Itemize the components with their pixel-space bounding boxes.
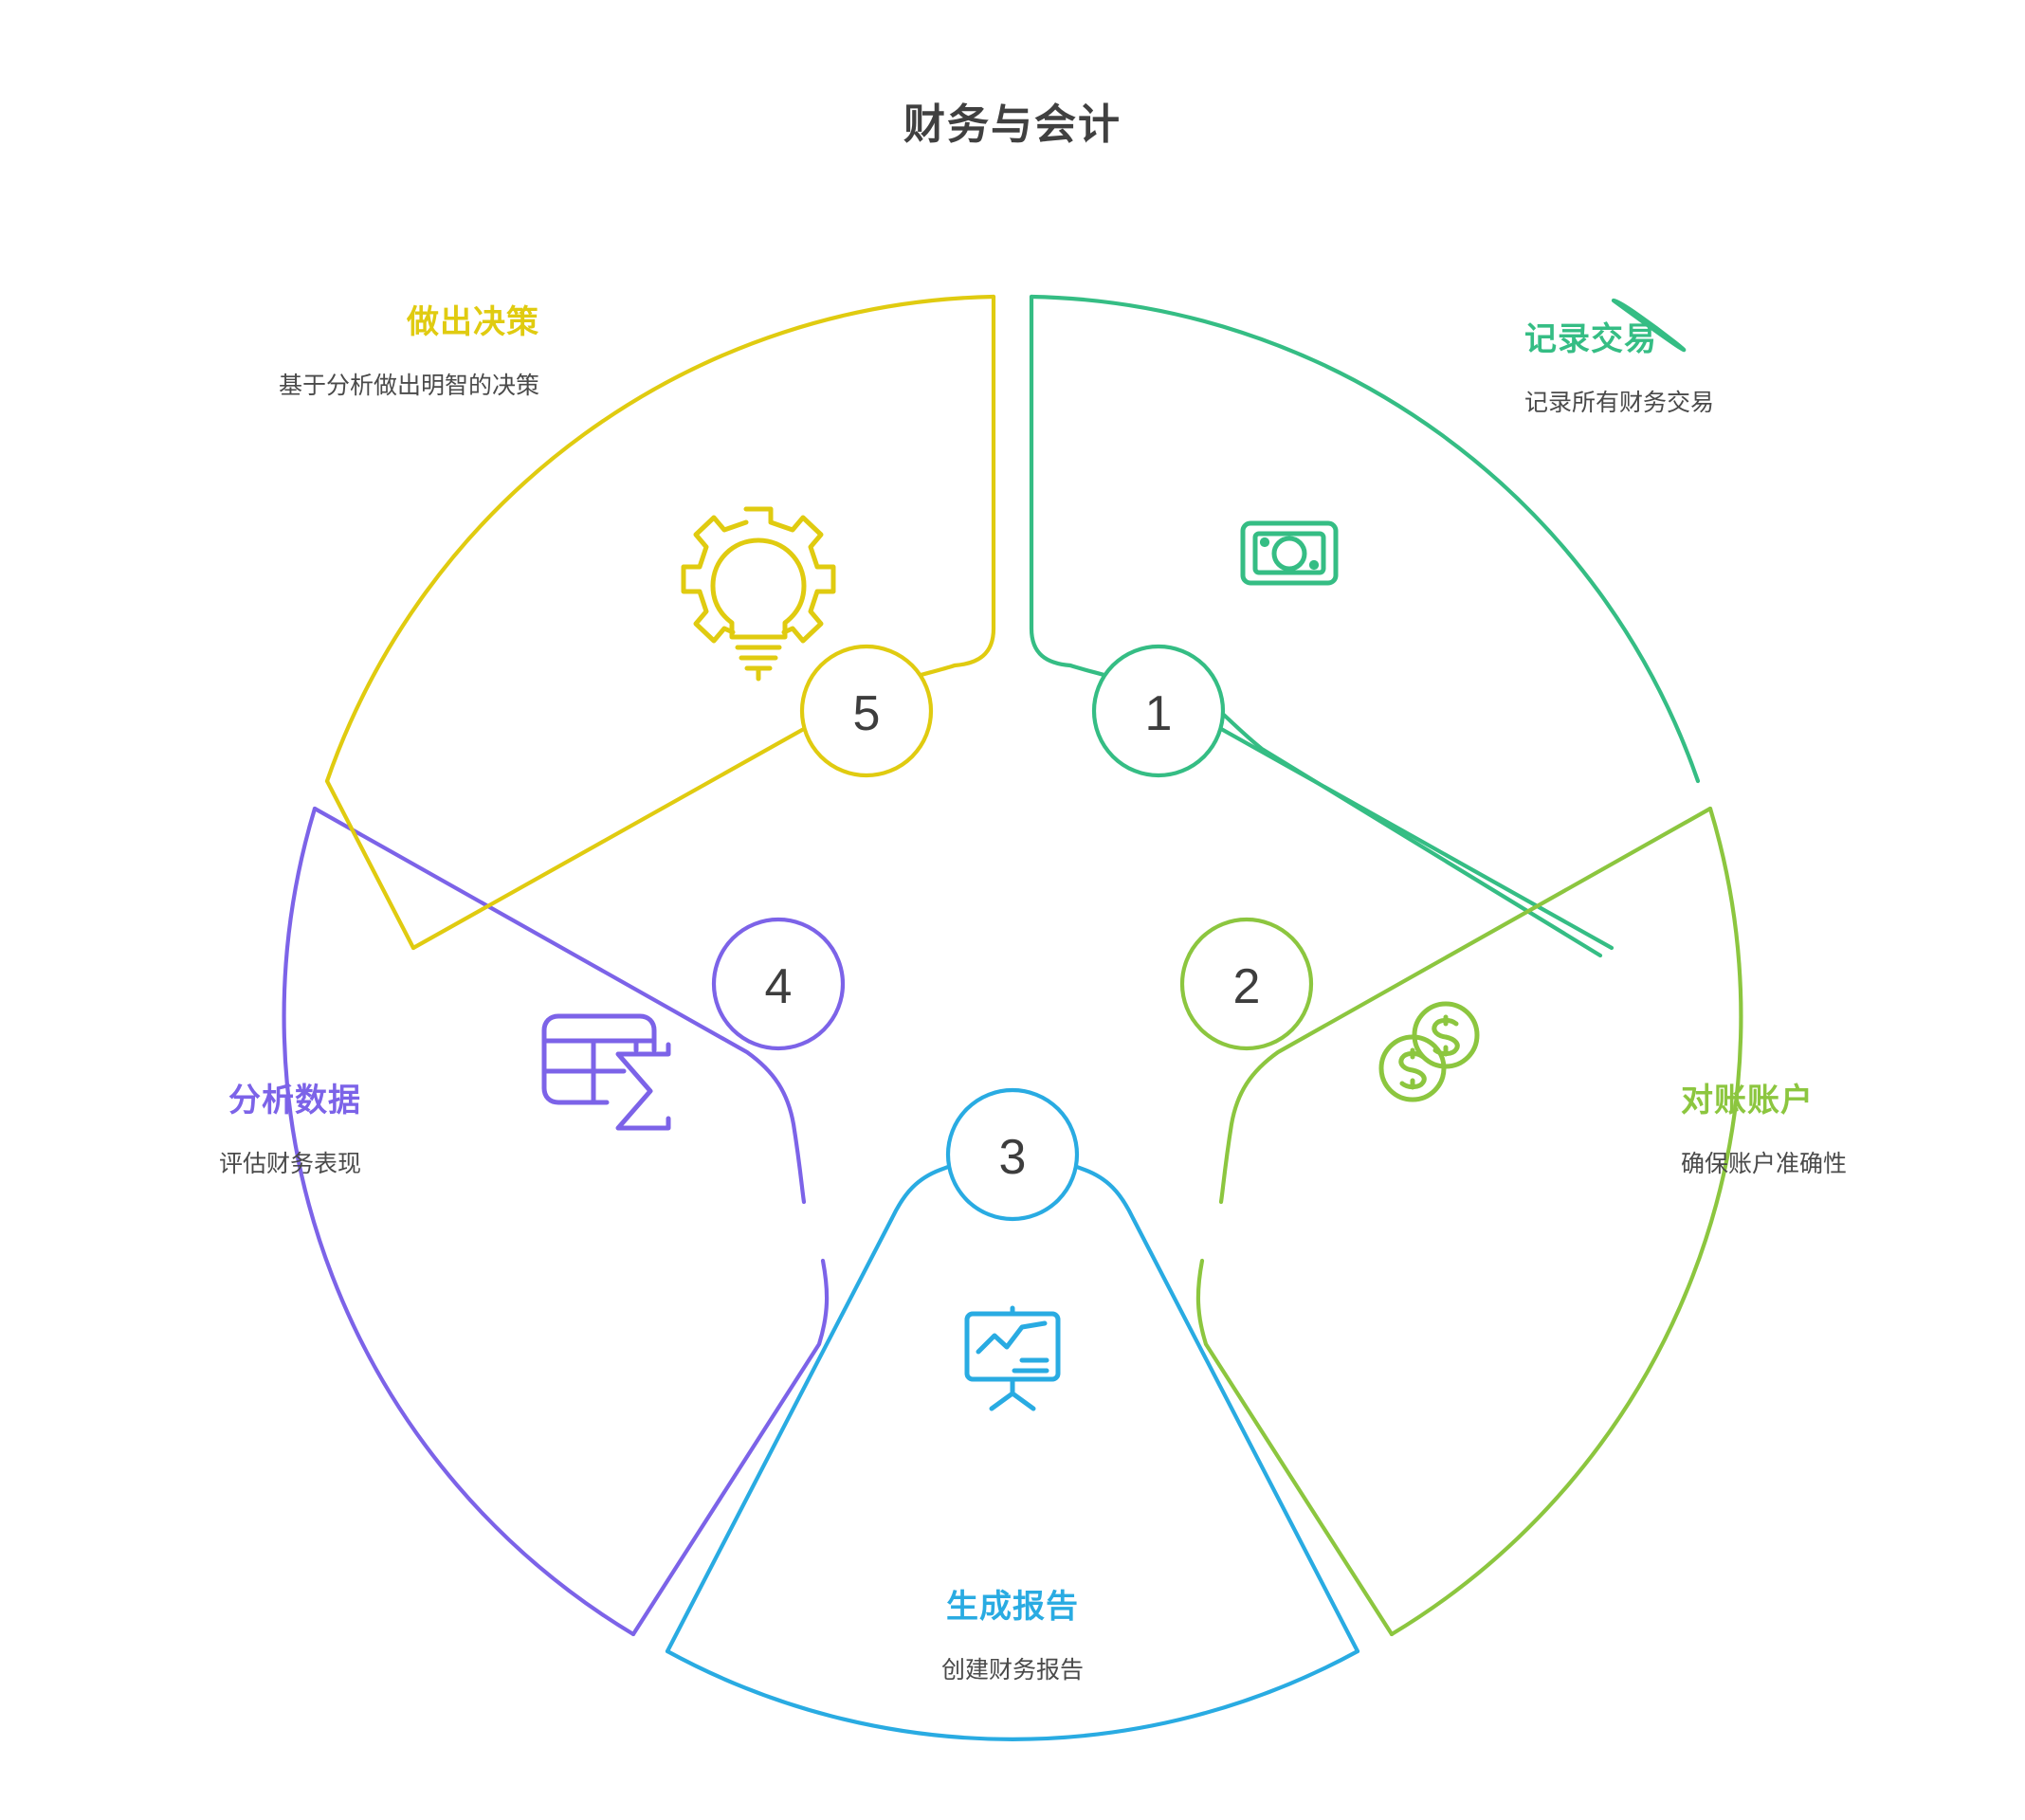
label-step-3-desc: 创建财务报告	[940, 1657, 1084, 1684]
label-step-4-desc: 评估财务表现	[218, 1151, 361, 1177]
label-step-3: 生成报告 创建财务报告	[728, 1580, 1297, 1685]
segment-5-outer-arc	[324, 294, 996, 784]
label-step-5-desc: 基于分析做出明智的决策	[278, 373, 539, 399]
step-node-2[interactable]: 2	[1179, 917, 1314, 1051]
step-node-1[interactable]: 1	[1091, 644, 1226, 778]
step-3-number: 3	[999, 1130, 1027, 1185]
gear-lightbulb-icon	[681, 506, 836, 682]
coins-icon	[1378, 1001, 1480, 1102]
label-step-5: 做出决策 基于分析做出明智的决策	[279, 296, 539, 401]
step-node-5[interactable]: 5	[799, 644, 934, 778]
presentation-chart-icon	[964, 1305, 1061, 1411]
page-title: 财务与会计	[903, 101, 1122, 148]
step-3-circle	[945, 1087, 1080, 1222]
segment-4-analyze[interactable]	[282, 806, 830, 1637]
step-4-circle	[711, 917, 846, 1051]
banknote-icon	[1240, 520, 1339, 586]
segment-2-radial-out	[1195, 1258, 1395, 1637]
step-5-number: 5	[853, 686, 881, 741]
segment-4-radial-up	[312, 806, 807, 1205]
step-4-number: 4	[765, 959, 793, 1014]
segment-4-outer-arc	[282, 806, 636, 1637]
segment-3-outer-arc	[665, 1648, 1360, 1741]
segment-1-outer-arc	[1029, 294, 1701, 784]
label-step-2-title: 对账账户	[1681, 1083, 1814, 1119]
segment-2-outer-arc	[1389, 806, 1743, 1637]
step-2-number: 2	[1233, 959, 1261, 1014]
step-node-4[interactable]: 4	[711, 917, 846, 1051]
step-node-3[interactable]: 3	[945, 1087, 1080, 1222]
step-1-number: 1	[1145, 686, 1173, 741]
label-step-1: 记录交易 记录所有财务交易	[1524, 313, 1714, 418]
step-2-circle	[1179, 917, 1314, 1051]
label-step-2: 对账账户 确保账户准确性	[1681, 1074, 1847, 1179]
label-step-4-title: 分析数据	[228, 1083, 361, 1119]
step-5-circle	[799, 644, 934, 778]
segment-2-radial-in	[1218, 806, 1713, 1205]
segment-2-reconcile[interactable]	[1195, 806, 1743, 1637]
label-step-3-title: 生成报告	[946, 1589, 1079, 1625]
label-step-1-title: 记录交易	[1524, 321, 1657, 357]
label-step-5-title: 做出决策	[407, 304, 539, 340]
step-1-circle	[1091, 644, 1226, 778]
segment-3-radial-left	[665, 1143, 989, 1654]
label-step-1-desc: 记录所有财务交易	[1524, 390, 1715, 416]
label-step-2-desc: 确保账户准确性	[1681, 1151, 1848, 1177]
spreadsheet-sigma-icon	[541, 1013, 671, 1131]
label-step-4: 分析数据 评估财务表现	[219, 1074, 361, 1179]
segment-5-radial-up	[952, 294, 996, 668]
segment-4-radial-down	[630, 1258, 830, 1637]
segment-5-radial-rim	[324, 778, 416, 951]
segment-3-radial-right	[1036, 1143, 1360, 1654]
